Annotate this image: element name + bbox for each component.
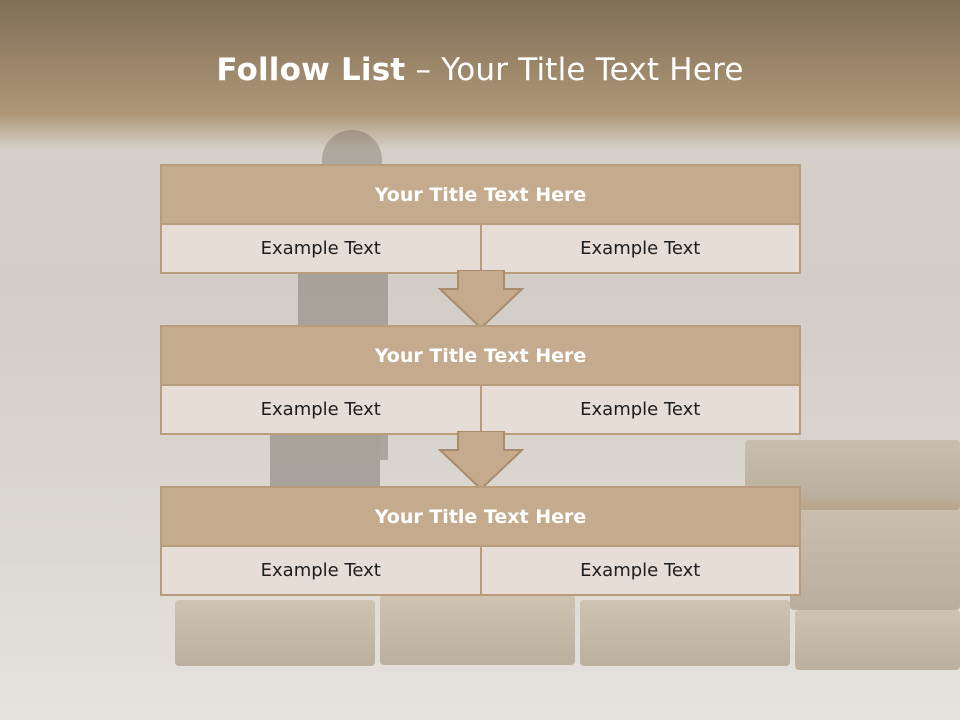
background-book xyxy=(175,600,375,666)
down-arrow-icon xyxy=(438,431,524,491)
block-title: Your Title Text Here xyxy=(162,166,799,225)
block-cells: Example Text Example Text xyxy=(162,547,799,594)
background-book xyxy=(580,600,790,666)
background-book xyxy=(790,500,960,610)
slide-title: Follow List – Your Title Text Here xyxy=(0,52,960,88)
block-title: Your Title Text Here xyxy=(162,488,799,547)
block-title: Your Title Text Here xyxy=(162,327,799,386)
list-block-3: Your Title Text Here Example Text Exampl… xyxy=(160,486,801,596)
block-cell-right: Example Text xyxy=(479,386,799,433)
block-cells: Example Text Example Text xyxy=(162,386,799,433)
background-figure-briefcase xyxy=(270,430,380,490)
block-cell-right: Example Text xyxy=(479,547,799,594)
background-book xyxy=(380,595,575,665)
slide-title-rest: – Your Title Text Here xyxy=(415,52,744,88)
block-cell-left: Example Text xyxy=(162,386,480,433)
list-block-2: Your Title Text Here Example Text Exampl… xyxy=(160,325,801,435)
background-book xyxy=(795,610,960,670)
block-cell-left: Example Text xyxy=(162,547,480,594)
down-arrow-icon xyxy=(438,270,524,330)
block-cell-left: Example Text xyxy=(162,225,480,272)
slide-title-bold: Follow List xyxy=(216,52,406,88)
list-block-1: Your Title Text Here Example Text Exampl… xyxy=(160,164,801,274)
block-cells: Example Text Example Text xyxy=(162,225,799,272)
block-cell-right: Example Text xyxy=(479,225,799,272)
title-banner xyxy=(0,0,960,150)
